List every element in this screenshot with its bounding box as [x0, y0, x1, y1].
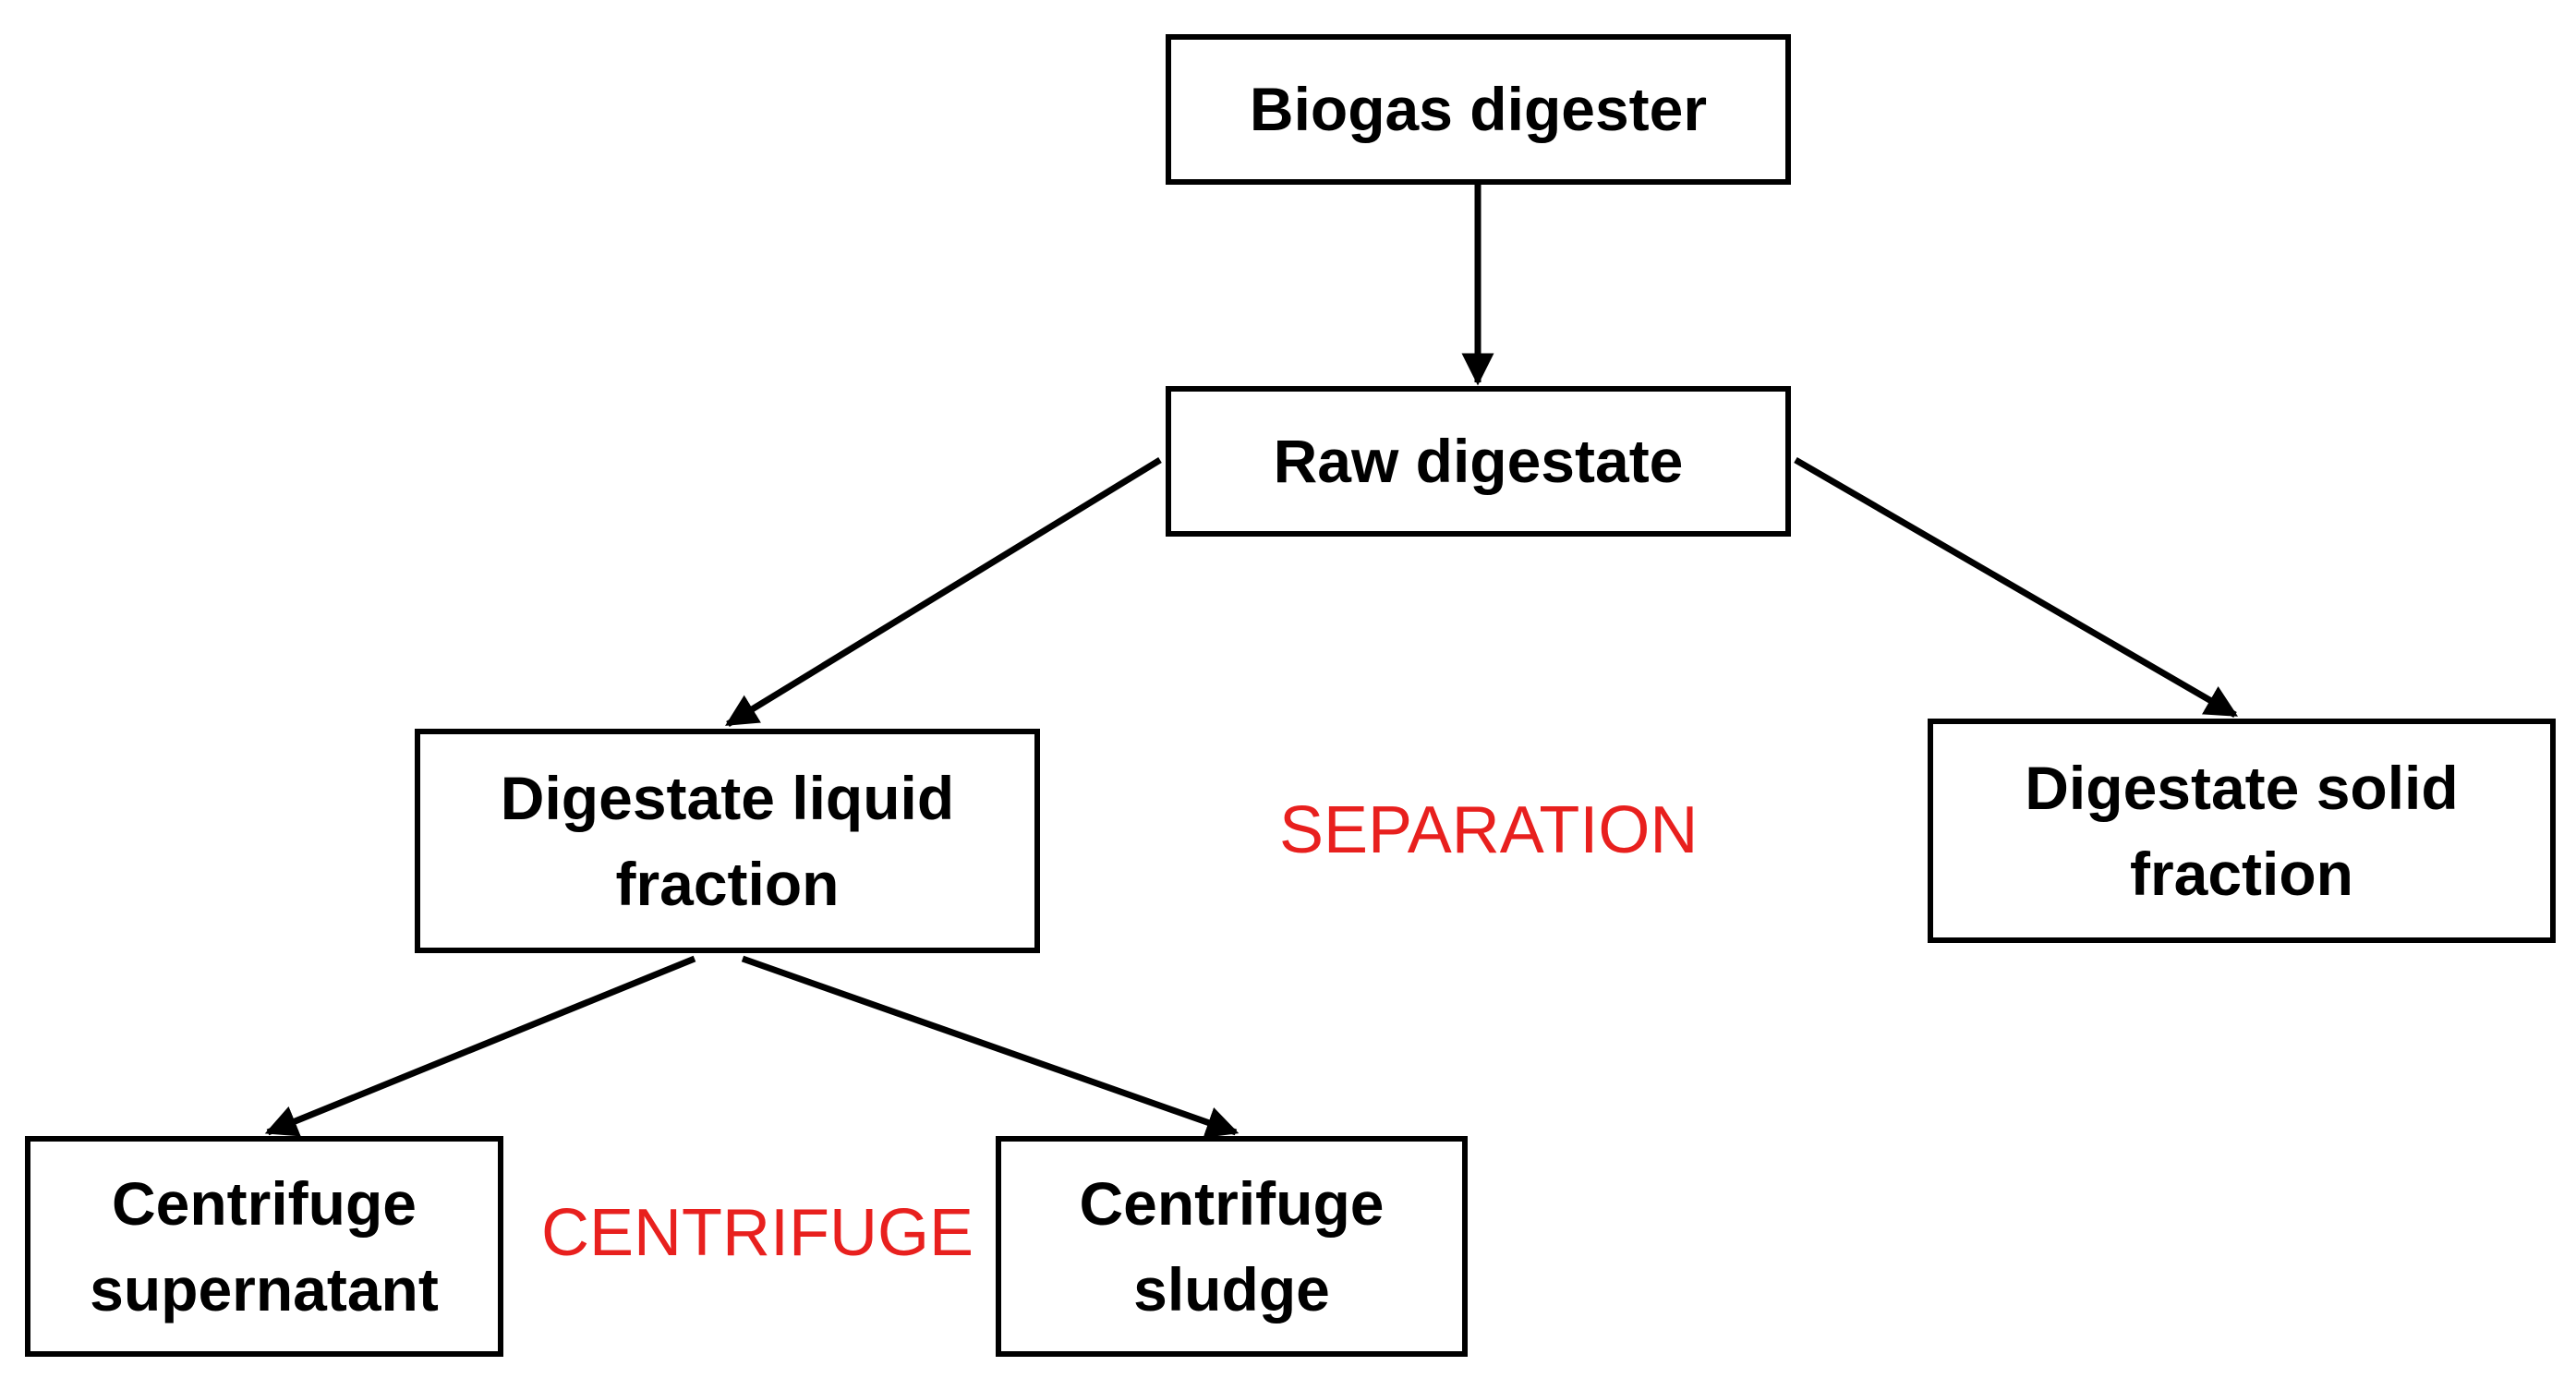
node-digestate-solid-fraction: Digestate solid fraction: [1928, 719, 2556, 943]
stage-label-separation: SEPARATION: [1279, 793, 1699, 867]
node-centrifuge-supernatant: Centrifuge supernatant: [25, 1136, 503, 1357]
arrow-liquid-to-sludge: [741, 955, 1240, 1139]
node-raw-digestate: Raw digestate: [1166, 386, 1791, 537]
arrow-liquid-to-supernatant: [264, 955, 696, 1137]
arrow-raw-to-liquid: [725, 457, 1162, 727]
stage-label-centrifuge: CENTRIFUGE: [541, 1196, 974, 1270]
node-biogas-digester: Biogas digester: [1166, 34, 1791, 185]
node-digestate-liquid-fraction: Digestate liquid fraction: [415, 729, 1040, 953]
arrow-raw-to-solid: [1794, 456, 2239, 719]
node-centrifuge-sludge: Centrifuge sludge: [996, 1136, 1468, 1357]
